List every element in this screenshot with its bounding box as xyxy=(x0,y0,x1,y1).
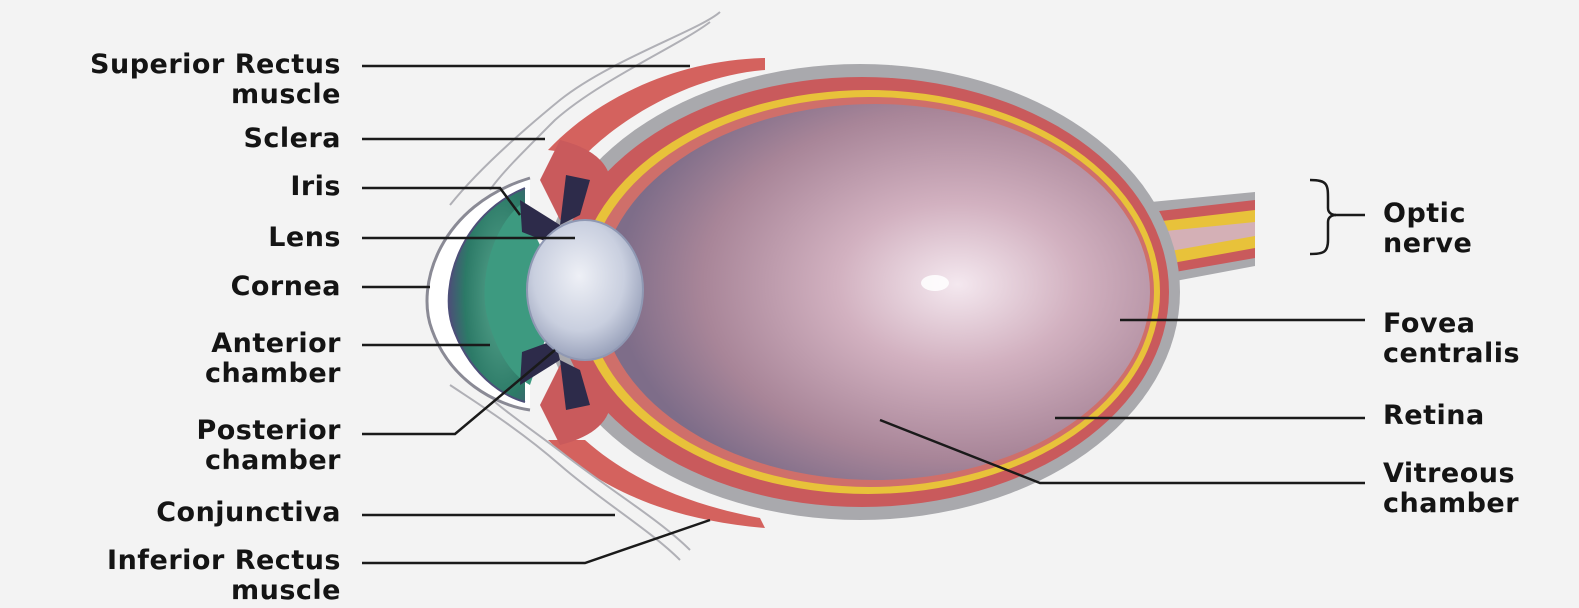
label-posterior-chamber: Posterior chamber xyxy=(196,416,341,476)
label-fovea-centralis: Fovea centralis xyxy=(1383,309,1520,369)
label-anterior-chamber: Anterior chamber xyxy=(205,329,341,389)
label-iris: Iris xyxy=(290,172,341,202)
fovea-highlight xyxy=(921,275,949,291)
label-sclera: Sclera xyxy=(243,124,341,154)
label-inferior-rectus: Inferior Rectus muscle xyxy=(107,546,341,606)
label-lens: Lens xyxy=(268,223,341,253)
label-optic-nerve: Optic nerve xyxy=(1383,199,1472,259)
lens xyxy=(527,220,643,360)
optic-nerve-bracket xyxy=(1310,180,1336,254)
label-cornea: Cornea xyxy=(231,272,341,302)
vitreous-body xyxy=(600,104,1150,480)
label-retina: Retina xyxy=(1383,401,1485,431)
label-superior-rectus: Superior Rectus muscle xyxy=(90,50,341,110)
label-vitreous-chamber: Vitreous chamber xyxy=(1383,459,1519,519)
label-conjunctiva: Conjunctiva xyxy=(156,498,341,528)
